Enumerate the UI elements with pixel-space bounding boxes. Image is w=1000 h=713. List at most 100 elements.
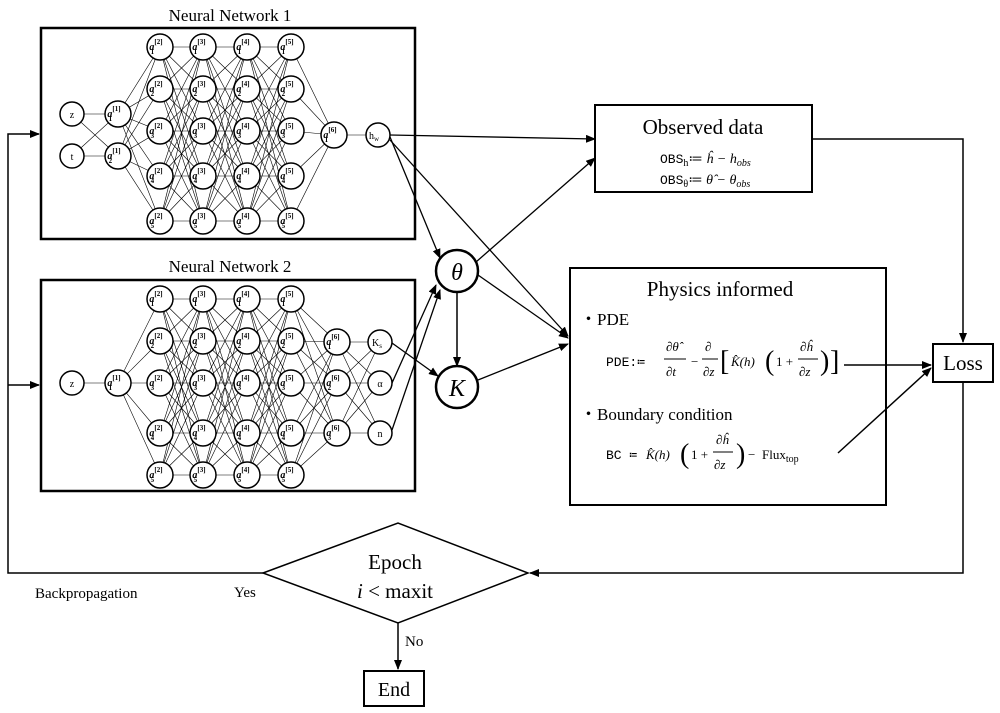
svg-text:a[4]5: a[4]5 bbox=[236, 466, 249, 484]
nn1-edge bbox=[202, 46, 248, 177]
svg-text:a[6]2: a[6]2 bbox=[326, 374, 339, 392]
nn1-node-layer3-3: a[3]3 bbox=[189, 117, 217, 145]
svg-text:a[1]2: a[1]2 bbox=[107, 147, 120, 165]
nn2-edge bbox=[202, 298, 248, 434]
nn2-node-layer2-3: a[2]3 bbox=[146, 369, 174, 397]
nn2-edge bbox=[159, 298, 204, 434]
nn1-node-layer5-5: a[5]5 bbox=[277, 207, 305, 235]
pde-bracket-close: ] bbox=[830, 346, 839, 377]
nn1-edge bbox=[159, 46, 204, 132]
svg-text:a[3]4: a[3]4 bbox=[192, 424, 205, 442]
pde-label: PDE:≔ bbox=[606, 355, 645, 370]
pde-bullet: ・PDE bbox=[580, 310, 629, 329]
nn2-title: Neural Network 2 bbox=[169, 257, 292, 276]
nn1-node-layer3-1: a[3]1 bbox=[189, 33, 217, 61]
nn2-edge bbox=[202, 298, 248, 476]
bc-frac-den: ∂z bbox=[714, 457, 725, 472]
pde-paren-close: ) bbox=[820, 346, 829, 377]
nn2-edge bbox=[117, 298, 161, 384]
nn1-node-layer2-5: a[2]5 bbox=[146, 207, 174, 235]
nn2-edge bbox=[159, 298, 204, 476]
nn1-node-layer6-1: a[6]1 bbox=[320, 121, 348, 149]
loss-connections bbox=[529, 138, 967, 577]
svg-text:a[2]2: a[2]2 bbox=[149, 80, 162, 98]
loss-label: Loss bbox=[943, 351, 983, 375]
nn1-edge bbox=[290, 46, 335, 136]
svg-text:a[2]4: a[2]4 bbox=[149, 167, 162, 185]
bc-minus: − bbox=[748, 447, 755, 462]
nn1-edge bbox=[159, 130, 204, 222]
svg-text:a[1]1: a[1]1 bbox=[107, 374, 120, 392]
nn1-edge bbox=[202, 88, 248, 177]
bc-khat: K̂(h) bbox=[645, 447, 670, 462]
nn2-output-alpha: α bbox=[367, 370, 393, 396]
nn2-node-layer2-1: a[2]1 bbox=[146, 285, 174, 313]
nn2-output-alpha-label: α bbox=[377, 379, 383, 390]
svg-text:a[2]4: a[2]4 bbox=[149, 424, 162, 442]
bc-paren-open: ( bbox=[680, 439, 689, 470]
nn2-input-z: z bbox=[59, 370, 85, 396]
nn-nodes: a[1]1 a[1]2 a[2]1 a[2]2 a[2]3 a[2]4 a[2]5 a[3]1… bbox=[104, 33, 351, 489]
nn1-input-t-label: t bbox=[71, 152, 74, 163]
svg-text:a[6]1: a[6]1 bbox=[326, 333, 339, 351]
theta-symbol: θ bbox=[451, 260, 463, 286]
nn2-output-k: K bbox=[372, 338, 380, 349]
k-node: K bbox=[434, 364, 480, 410]
epoch-label: Epoch bbox=[368, 550, 422, 574]
pde-frac2-den: ∂z bbox=[703, 364, 714, 379]
nn2-node-layer5-5: a[5]5 bbox=[277, 461, 305, 489]
nn1-edge bbox=[159, 46, 204, 177]
nn2-node-layer3-2: a[3]2 bbox=[189, 327, 217, 355]
nn1-node-layer3-5: a[3]5 bbox=[189, 207, 217, 235]
nn1-edge bbox=[117, 113, 161, 222]
nn2-edge bbox=[246, 298, 292, 384]
svg-text:a[3]3: a[3]3 bbox=[192, 374, 205, 392]
nn2-edge bbox=[290, 341, 338, 476]
bc-label: BC ≔ bbox=[606, 448, 637, 463]
nn1-input-t: t bbox=[59, 143, 85, 169]
bc-paren-close: ) bbox=[736, 439, 745, 470]
svg-text:a[2]3: a[2]3 bbox=[149, 122, 162, 140]
nn2-edge bbox=[202, 298, 248, 384]
nn2-edge bbox=[202, 382, 248, 476]
pde-frac3-num: ∂ĥ bbox=[800, 339, 813, 354]
svg-text:a[4]1: a[4]1 bbox=[236, 38, 249, 56]
svg-text:a[5]5: a[5]5 bbox=[280, 212, 293, 230]
svg-text:a[3]4: a[3]4 bbox=[192, 167, 205, 185]
svg-text:a[3]1: a[3]1 bbox=[192, 290, 205, 308]
nn1-edge bbox=[159, 88, 204, 222]
svg-text:a[3]5: a[3]5 bbox=[192, 212, 205, 230]
nn1-node-layer4-2: a[4]2 bbox=[233, 75, 261, 103]
nn1-edge bbox=[246, 46, 292, 132]
nn2-input-z-label: z bbox=[70, 379, 75, 390]
nn2-edge bbox=[159, 298, 204, 384]
bc-bullet: ・Boundary condition bbox=[580, 405, 733, 424]
nn1-node-layer5-3: a[5]3 bbox=[277, 117, 305, 145]
svg-text:a[2]1: a[2]1 bbox=[149, 38, 162, 56]
pde-paren-open: ( bbox=[765, 346, 774, 377]
nn1-edge bbox=[117, 46, 161, 157]
observed-data-box bbox=[594, 104, 813, 193]
nn2-node-layer4-3: a[4]3 bbox=[233, 369, 261, 397]
nn1-edge bbox=[246, 130, 292, 222]
nn1-node-layer3-4: a[3]4 bbox=[189, 162, 217, 190]
svg-text:a[5]1: a[5]1 bbox=[280, 38, 293, 56]
svg-text:a[2]5: a[2]5 bbox=[149, 212, 162, 230]
svg-text:a[3]1: a[3]1 bbox=[192, 38, 205, 56]
obs-theta-equation: OBSθ≔ θ̂ − θobs bbox=[660, 173, 750, 190]
pde-frac1-den: ∂t bbox=[666, 364, 676, 379]
nn2-node-layer5-2: a[5]2 bbox=[277, 327, 305, 355]
nn2-node-layer3-1: a[3]1 bbox=[189, 285, 217, 313]
nn2-edge bbox=[246, 382, 292, 476]
bc-one-plus: 1 + bbox=[691, 447, 708, 462]
theta-node: θ bbox=[434, 248, 480, 294]
nn1-node-layer1-2: a[1]2 bbox=[104, 142, 132, 170]
nn1-node-layer2-3: a[2]3 bbox=[146, 117, 174, 145]
svg-text:a[4]2: a[4]2 bbox=[236, 80, 249, 98]
nn2-node-layer3-3: a[3]3 bbox=[189, 369, 217, 397]
nn2-node-layer4-4: a[4]4 bbox=[233, 419, 261, 447]
nn1-node-layer2-4: a[2]4 bbox=[146, 162, 174, 190]
end-label: End bbox=[378, 679, 410, 701]
nn1-frame bbox=[39, 26, 417, 241]
nn2-node-layer6-2: a[6]2 bbox=[323, 369, 351, 397]
